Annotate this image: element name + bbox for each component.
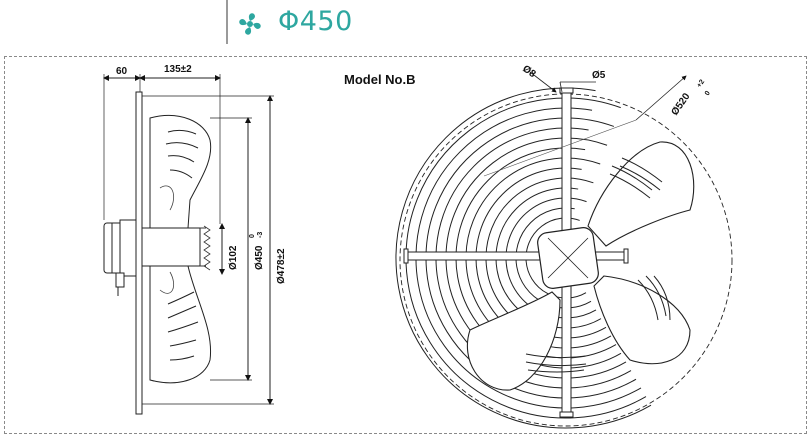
guard-ring	[475, 167, 612, 349]
dim-mount: Ø520	[669, 91, 692, 118]
guard-ring	[395, 87, 652, 429]
guard-ring	[485, 177, 607, 339]
model-label: Model No.B	[344, 72, 416, 87]
guard-ring	[445, 137, 627, 379]
dim-mount-tol-low: 0	[704, 90, 712, 97]
guard-ring	[415, 107, 642, 409]
hub	[141, 227, 201, 267]
dim-guard: Ø478±2	[276, 248, 287, 284]
header-divider	[226, 0, 228, 44]
guard-ring	[455, 147, 622, 369]
page-title: Φ450	[278, 6, 353, 37]
dim-blade-tol: 0	[249, 234, 256, 238]
side-view	[103, 74, 274, 415]
mounting-circle	[399, 93, 733, 427]
dim-hub: Ø102	[228, 245, 239, 270]
hub-center	[537, 227, 599, 289]
dim-blade-tol-low: -3	[257, 232, 264, 238]
fan-icon	[239, 13, 261, 35]
dim-hole: Ø8	[520, 63, 538, 80]
dim-depth-total: 60	[116, 66, 128, 77]
front-view	[395, 71, 733, 429]
dim-bar: Ø5	[592, 70, 606, 81]
guard-ring	[405, 97, 647, 419]
mounting-plate	[135, 91, 143, 415]
header: Φ450	[0, 0, 811, 48]
dim-blade: Ø450	[254, 245, 265, 270]
drawing-frame	[4, 56, 807, 434]
guard-ring	[425, 117, 637, 399]
guard-ring	[435, 127, 632, 389]
dim-mount-tol-up: +2	[696, 79, 706, 90]
fan-blades	[466, 141, 695, 391]
dim-depth-blade: 135±2	[164, 64, 192, 75]
blade-slots	[525, 157, 671, 373]
